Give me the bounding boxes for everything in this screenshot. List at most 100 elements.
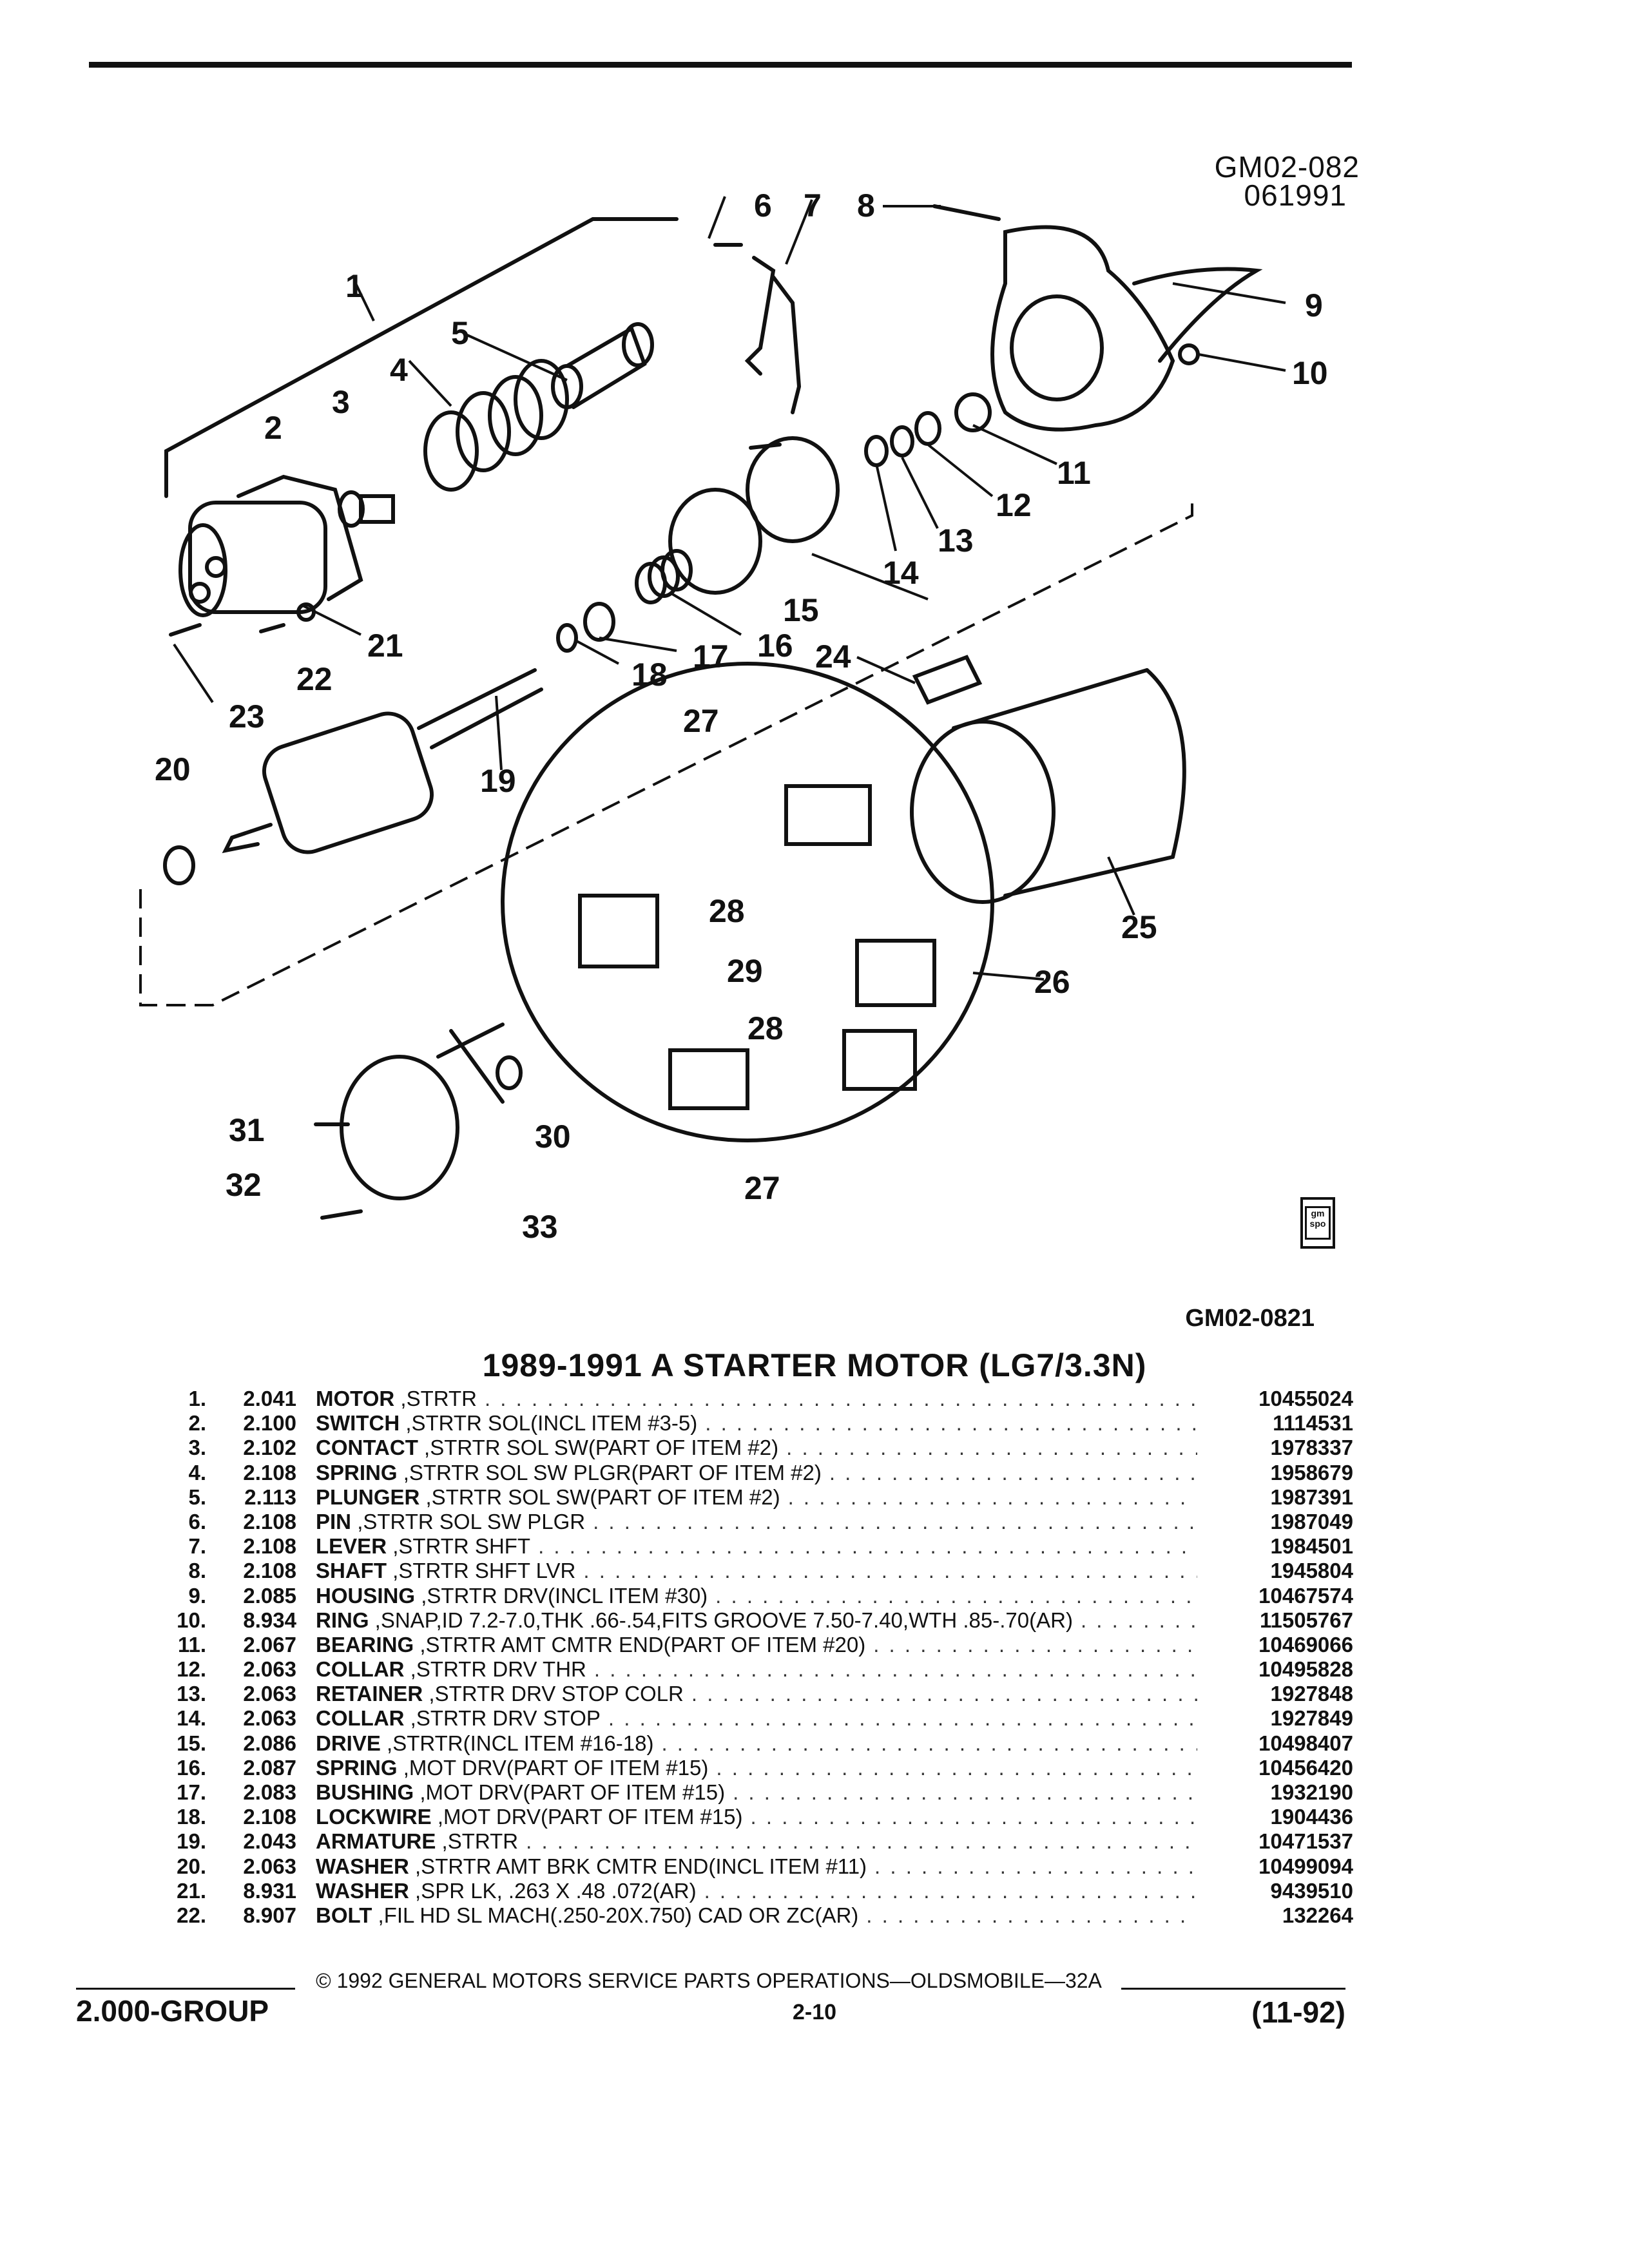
group-number: 8.931: [243, 1878, 296, 1903]
solenoid-spring-part: [423, 359, 569, 492]
leader-dots: [594, 1657, 1197, 1682]
leader-dots: [705, 1411, 1197, 1436]
contact-part: [338, 490, 395, 528]
gm-spo-logo-icon: gm spo: [1300, 1197, 1335, 1249]
group-number: 2.108: [243, 1805, 296, 1829]
leader-dots: [608, 1706, 1197, 1731]
callout-15: 15: [783, 592, 819, 628]
part-name: WASHER: [316, 1854, 409, 1878]
revision-date: (11-92): [1251, 1995, 1345, 2029]
lever-part: [713, 243, 802, 414]
group-number: 2.108: [243, 1559, 296, 1583]
page-title: 1989-1991 A STARTER MOTOR (LG7/3.3N): [482, 1347, 1147, 1383]
part-description: ,STRTR SOL SW(PART OF ITEM #2): [425, 1485, 780, 1509]
footer-rule-right: [1121, 1988, 1345, 1990]
callout-28-top: 28: [709, 893, 745, 929]
callout-4: 4: [390, 352, 408, 388]
part-description: ,STRTR DRV THR: [410, 1657, 586, 1682]
item-number: 12.: [177, 1657, 206, 1682]
part-description: ,MOT DRV(PART OF ITEM #15): [437, 1805, 743, 1829]
part-number: 10467574: [1258, 1583, 1353, 1608]
part-description: ,STRTR DRV(INCL ITEM #30): [421, 1583, 708, 1608]
callout-31: 31: [229, 1112, 265, 1148]
motor-bracket-line: [164, 217, 679, 498]
group-label: 2.000-GROUP: [76, 1994, 269, 2028]
part-number: 10495828: [1258, 1657, 1353, 1682]
part-description: ,FIL HD SL MACH(.250-20X.750) CAD OR ZC(…: [378, 1903, 859, 1927]
end-frame-part: [340, 1023, 523, 1200]
part-name: MOTOR: [316, 1387, 395, 1410]
callout-8: 8: [857, 187, 875, 224]
logo-text: gm spo: [1305, 1206, 1331, 1240]
parts-row: 12. 2.063 COLLAR ,STRTR DRV THR 10495828: [122, 1657, 1353, 1682]
callout-20: 20: [155, 751, 191, 787]
callout-27-bottom: 27: [744, 1170, 780, 1206]
page-number: 2-10: [792, 2000, 837, 2024]
part-description: ,MOT DRV(PART OF ITEM #15): [419, 1780, 726, 1804]
part-name: SHAFT: [316, 1559, 387, 1583]
callout-26: 26: [1034, 964, 1070, 1000]
part-description: ,STRTR: [400, 1387, 477, 1410]
callout-16: 16: [757, 628, 793, 664]
exploded-view-diagram: [139, 196, 1286, 1220]
end-frame-screw-part: [320, 1209, 363, 1220]
leader-dots: [661, 1731, 1197, 1756]
group-number: 2.041: [243, 1387, 296, 1410]
leader-dots: [704, 1879, 1197, 1903]
part-description: ,STRTR AMT BRK CMTR END(INCL ITEM #11): [415, 1854, 867, 1878]
item-number: 3.: [188, 1436, 206, 1460]
callout-2: 2: [264, 410, 282, 446]
leader-dots: [583, 1559, 1197, 1583]
callout-5: 5: [451, 315, 469, 351]
part-name: SPRING: [316, 1460, 398, 1485]
part-name: LEVER: [316, 1534, 387, 1559]
plunger-part: [551, 322, 654, 409]
leader-dots: [485, 1387, 1197, 1411]
group-number: 2.100: [243, 1411, 296, 1436]
group-number: 8.907: [243, 1903, 296, 1927]
starter-drive-part: [668, 436, 840, 595]
part-number: 1927849: [1270, 1706, 1353, 1731]
callout-6: 6: [754, 187, 772, 224]
leader-dots: [786, 1436, 1197, 1460]
part-number: 10469066: [1258, 1632, 1353, 1657]
bearing-stack-part: [864, 392, 992, 467]
leader-dots: [829, 1461, 1197, 1485]
part-number: 10455024: [1258, 1387, 1353, 1410]
part-name: BEARING: [316, 1632, 414, 1657]
part-number: 1945804: [1270, 1559, 1353, 1583]
insulator-plate-part: [912, 655, 983, 705]
leader-lines: [173, 196, 1286, 981]
item-number: 18.: [177, 1805, 206, 1829]
part-name: HOUSING: [316, 1583, 416, 1608]
item-number: 19.: [177, 1829, 206, 1854]
callout-25: 25: [1121, 909, 1157, 945]
drive-spring-part: [635, 549, 693, 604]
part-number: 1987049: [1270, 1509, 1353, 1533]
group-number: 2.086: [243, 1731, 296, 1755]
part-number: 1984501: [1270, 1534, 1353, 1559]
part-name: COLLAR: [316, 1657, 405, 1682]
part-description: ,MOT DRV(PART OF ITEM #15): [403, 1755, 709, 1780]
part-number: 132264: [1282, 1903, 1353, 1927]
group-number: 2.063: [243, 1657, 296, 1682]
group-number: 2.087: [243, 1755, 296, 1780]
item-number: 13.: [177, 1682, 206, 1706]
part-number: 1958679: [1270, 1460, 1353, 1485]
part-description: ,SNAP,ID 7.2-7.0,THK .66-.54,FITS GROOVE…: [374, 1608, 1073, 1632]
callout-21: 21: [367, 628, 403, 664]
part-number: 10499094: [1258, 1854, 1353, 1878]
item-number: 17.: [177, 1780, 206, 1804]
copyright-notice: © 1992 GENERAL MOTORS SERVICE PARTS OPER…: [316, 1969, 1102, 1992]
